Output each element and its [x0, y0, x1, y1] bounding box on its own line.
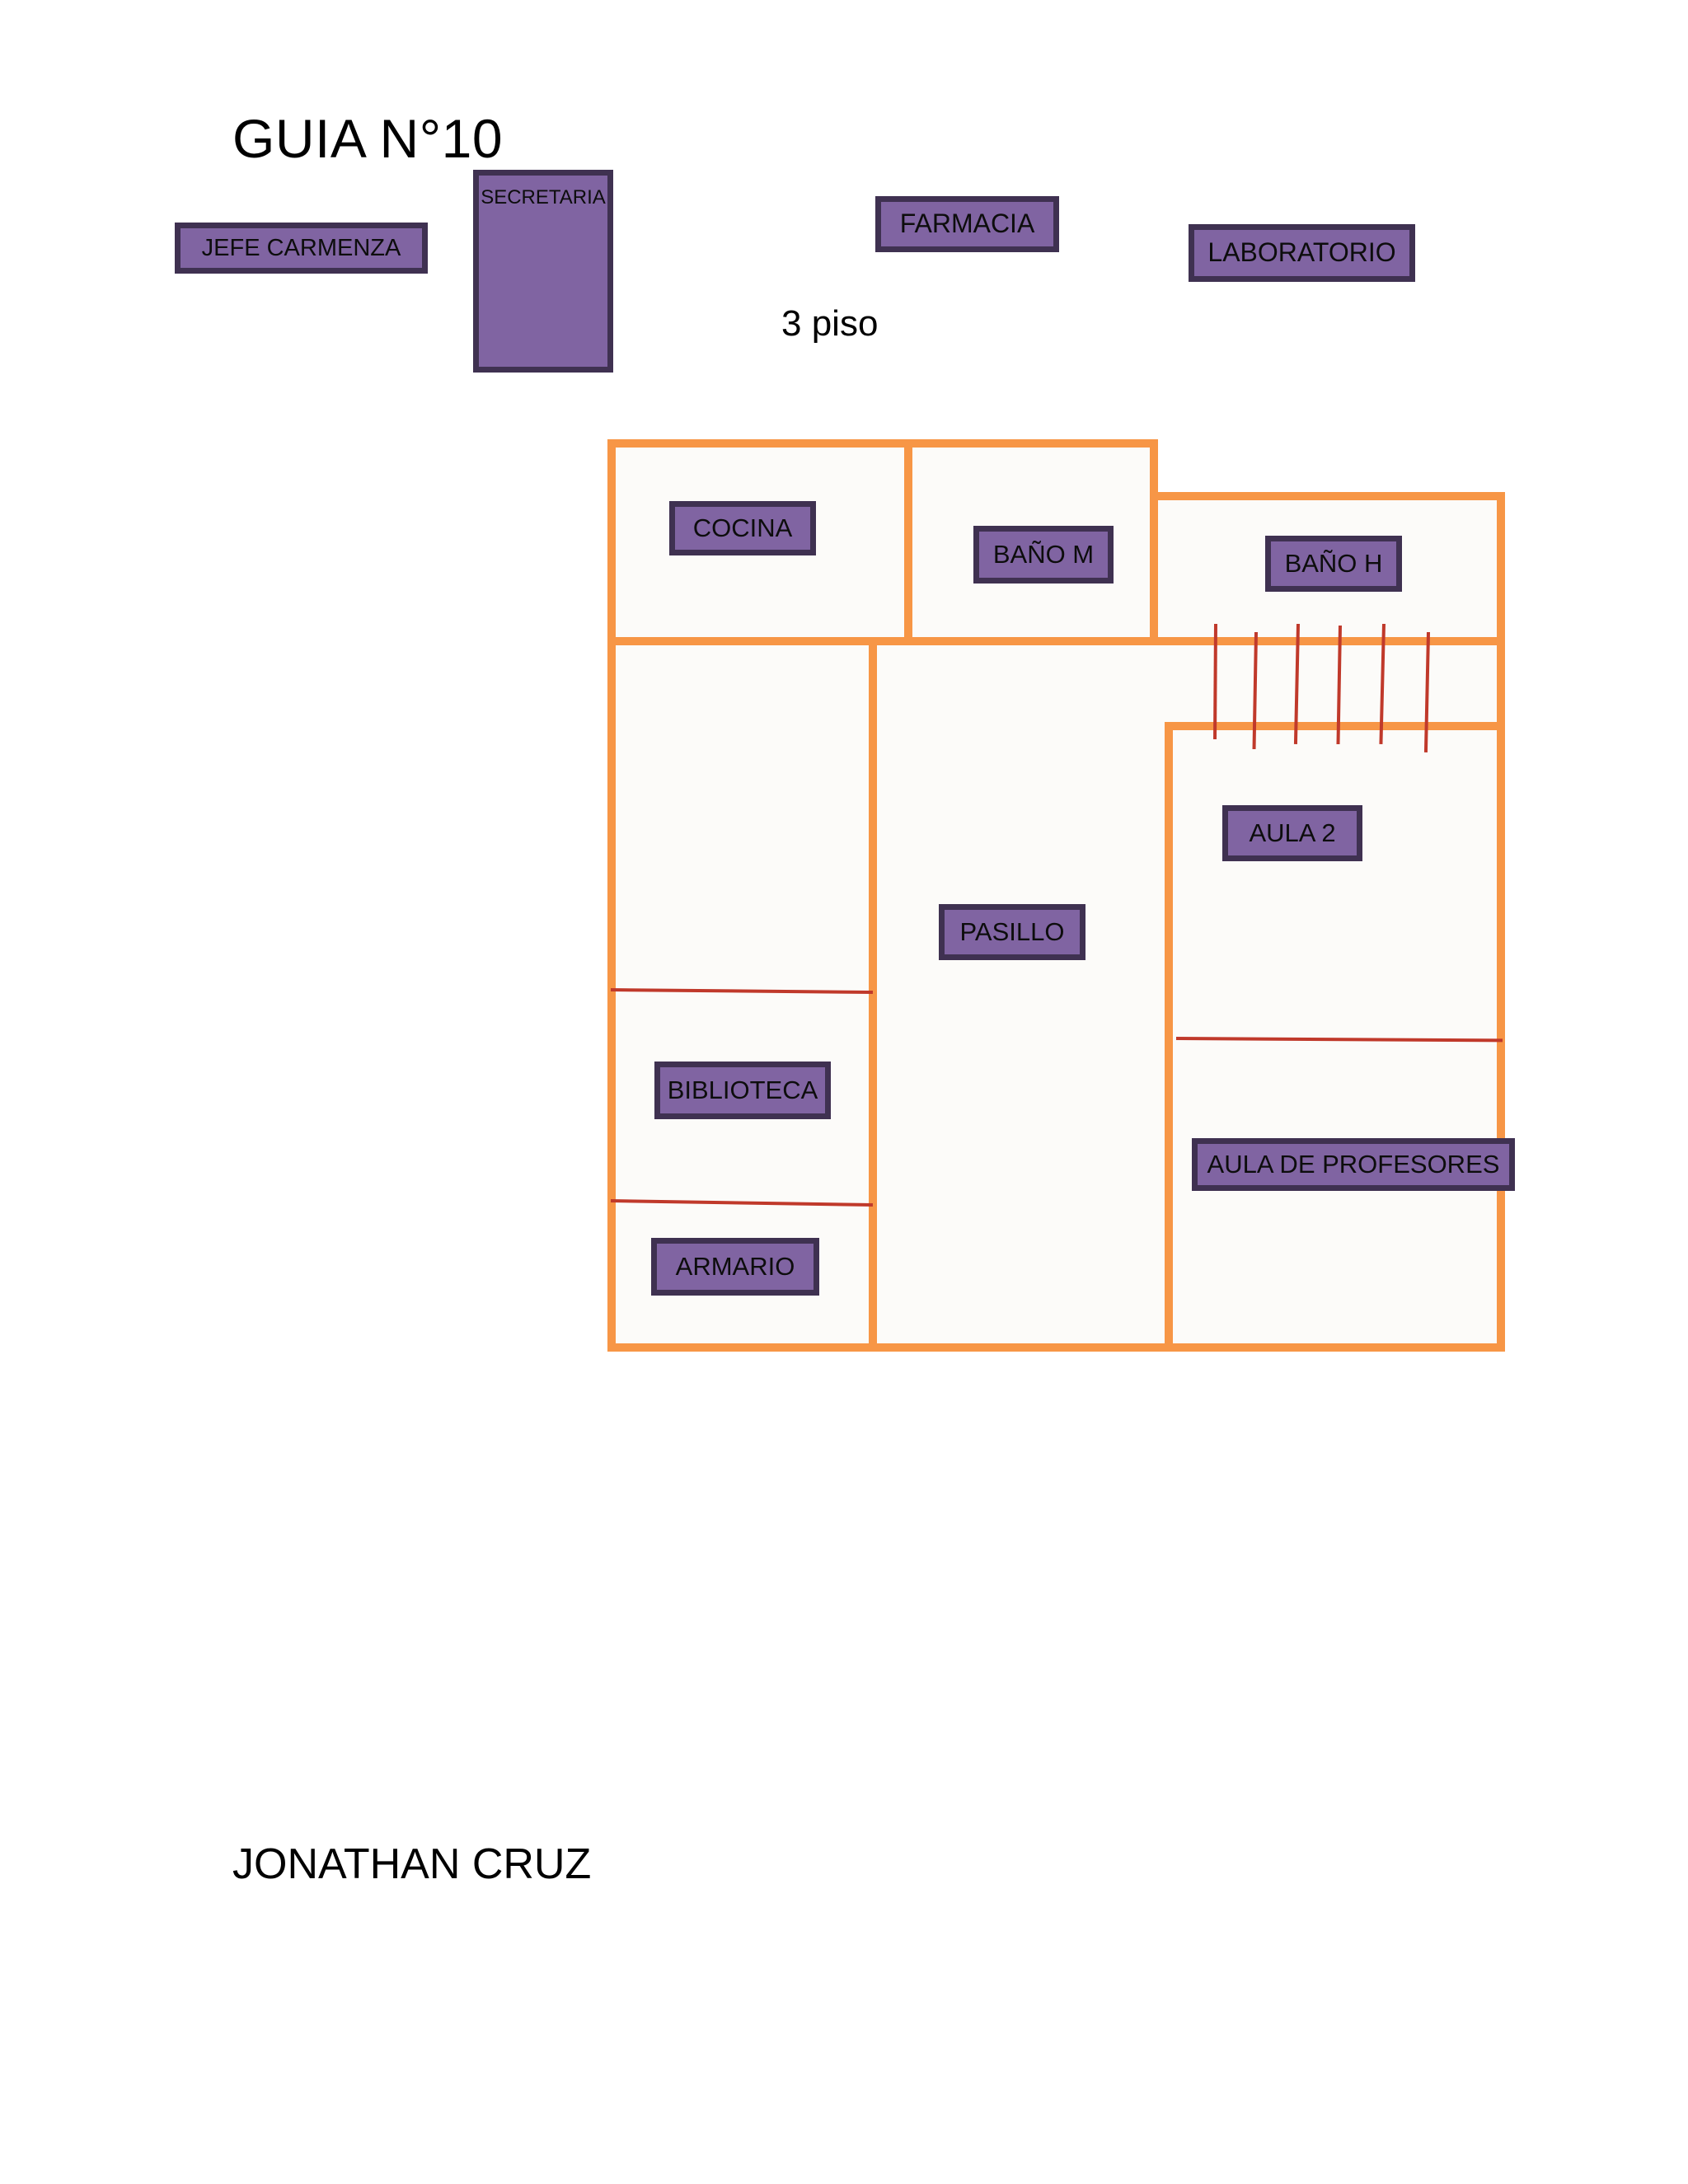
wall-bottom-outer: [607, 1343, 1505, 1352]
legend-box-jefe-carmenza[interactable]: JEFE CARMENZA: [175, 223, 428, 274]
wall-pasillo-right-column: [1165, 722, 1173, 1352]
room-label-cocina[interactable]: COCINA: [669, 501, 816, 555]
wall-bano-m-right: [1150, 439, 1158, 645]
wall-right-outer: [1497, 492, 1505, 1352]
author-name: JONATHAN CRUZ: [232, 1840, 592, 1888]
room-label-biblioteca[interactable]: BIBLIOTECA: [654, 1062, 831, 1119]
room-area-pasillo: [877, 637, 1173, 1352]
room-label-bano-h[interactable]: BAÑO H: [1265, 536, 1402, 592]
wall-under-cocina: [607, 637, 904, 645]
room-label-aula-2[interactable]: AULA 2: [1222, 805, 1362, 861]
room-area-stairwell: [1158, 637, 1505, 730]
wall-top-right: [1158, 492, 1505, 500]
room-label-aula-de-profesores[interactable]: AULA DE PROFESORES: [1192, 1138, 1515, 1191]
wall-left-outer: [607, 439, 616, 1352]
wall-top-left: [607, 439, 1158, 448]
floor-label: 3 piso: [781, 303, 879, 344]
wall-under-bano-h: [1158, 637, 1505, 645]
legend-box-laboratorio[interactable]: LABORATORIO: [1189, 224, 1415, 282]
room-area-left-column: [607, 637, 877, 1352]
wall-cocina-bano-m: [904, 439, 912, 645]
legend-box-farmacia[interactable]: FARMACIA: [875, 196, 1059, 252]
legend-box-secretaria[interactable]: SECRETARIA: [473, 170, 613, 373]
room-label-bano-m[interactable]: BAÑO M: [973, 526, 1114, 583]
page-title: GUIA N°10: [232, 108, 504, 169]
wall-under-bano-m: [904, 637, 1158, 645]
room-label-armario[interactable]: ARMARIO: [651, 1238, 819, 1296]
room-label-pasillo[interactable]: PASILLO: [939, 904, 1085, 960]
wall-left-column-pasillo: [869, 637, 877, 1352]
